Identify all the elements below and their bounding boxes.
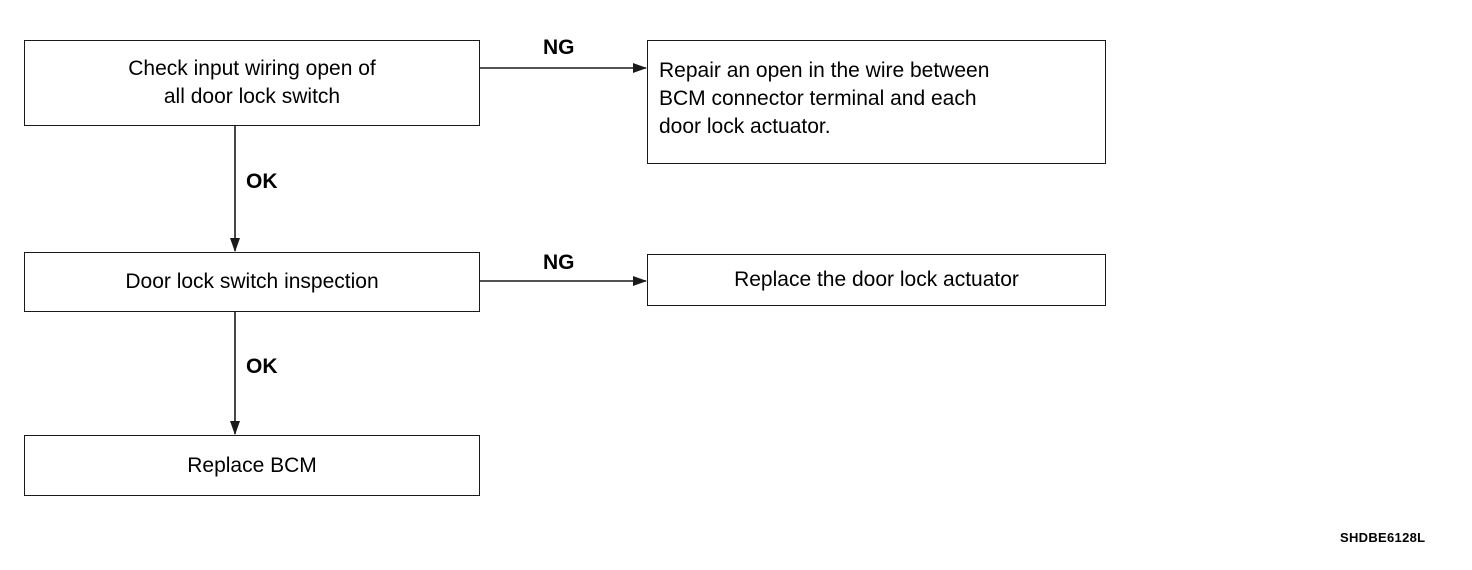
outcome-2-line-1: Replace the door lock actuator (734, 268, 1019, 291)
ok-label-1: OK (246, 170, 278, 193)
figure-code: SHDBE6128L (1340, 530, 1426, 545)
outcome-repair-open-wire: Repair an open in the wire between BCM c… (647, 40, 1106, 164)
outcome-1-line-3: door lock actuator. (659, 115, 831, 138)
outcome-1-line-1: Repair an open in the wire between (659, 59, 990, 82)
outcome-1-line-2: BCM connector terminal and each (659, 87, 977, 110)
step-2-line-1: Door lock switch inspection (125, 270, 379, 293)
outcome-replace-actuator: Replace the door lock actuator (647, 254, 1106, 306)
ng-label-1: NG (543, 36, 575, 59)
step-1-line-2: all door lock switch (163, 85, 341, 108)
step-door-lock-switch-inspection: Door lock switch inspection (24, 252, 480, 312)
step-3-line-1: Replace BCM (187, 453, 317, 477)
step-1-line-1: Check input wiring open of (128, 57, 376, 80)
ok-label-2: OK (246, 355, 278, 378)
step-check-input-wiring: Check input wiring open of all door lock… (24, 40, 480, 126)
step-replace-bcm: Replace BCM (24, 435, 480, 496)
ng-label-2: NG (543, 251, 575, 274)
